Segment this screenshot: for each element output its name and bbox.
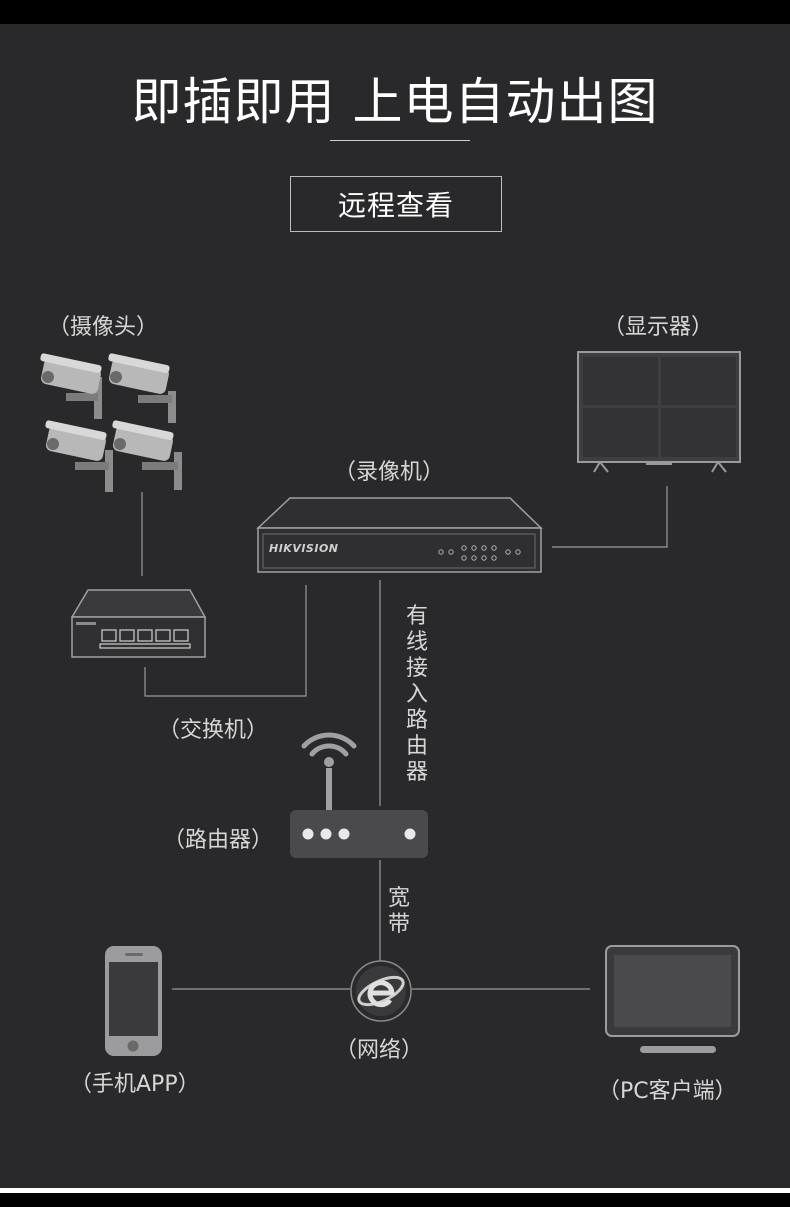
link-switch-nvr xyxy=(144,585,307,697)
monitor-label: （显示器） xyxy=(603,315,714,340)
smartphone-icon xyxy=(105,946,162,1056)
edge-char: 宽 xyxy=(387,886,410,911)
title-divider xyxy=(330,140,470,141)
link-nvr-monitor xyxy=(552,486,668,548)
edge-char: 入 xyxy=(405,682,428,707)
camera-unit xyxy=(112,420,182,490)
cctv-camera-icon xyxy=(40,353,182,492)
camera-unit xyxy=(108,353,176,423)
camera-unit xyxy=(45,420,113,492)
edge-char: 由 xyxy=(405,734,428,759)
nvr-label: （录像机） xyxy=(334,460,445,485)
internet-explorer-icon xyxy=(350,960,412,1022)
connection-lines xyxy=(141,486,668,990)
monitor-icon xyxy=(577,351,741,473)
pc-monitor-icon xyxy=(605,945,740,1053)
nvr-brand-logo: HIKVISION xyxy=(269,542,339,555)
edge-char: 线 xyxy=(405,630,428,655)
top-strip xyxy=(0,0,790,24)
switch-label: （交换机） xyxy=(158,718,269,743)
edge-char: 器 xyxy=(405,760,428,785)
edge-char: 接 xyxy=(405,656,428,681)
pc-label: （PC客户端） xyxy=(598,1079,737,1104)
edge-char: 带 xyxy=(387,912,410,937)
broadband-edge-label: 宽 带 xyxy=(386,886,412,938)
poe-switch-icon xyxy=(70,589,207,658)
edge-char: 路 xyxy=(405,708,428,733)
page-title: 即插即用 上电自动出图 xyxy=(131,73,659,131)
bottom-strip xyxy=(0,1193,790,1207)
phone-label: （手机APP） xyxy=(70,1072,200,1097)
wifi-router-icon xyxy=(290,732,428,858)
subtitle-box: 远程查看 xyxy=(290,176,502,232)
router-label: （路由器） xyxy=(163,828,274,853)
wired-router-edge-label: 有 线 接 入 路 由 器 xyxy=(404,604,430,786)
network-label: （网络） xyxy=(335,1038,424,1063)
nvr-icon xyxy=(256,497,543,573)
camera-unit xyxy=(40,353,102,419)
edge-char: 有 xyxy=(405,604,428,629)
subtitle: 远程查看 xyxy=(337,189,454,222)
camera-label: （摄像头） xyxy=(48,315,159,340)
